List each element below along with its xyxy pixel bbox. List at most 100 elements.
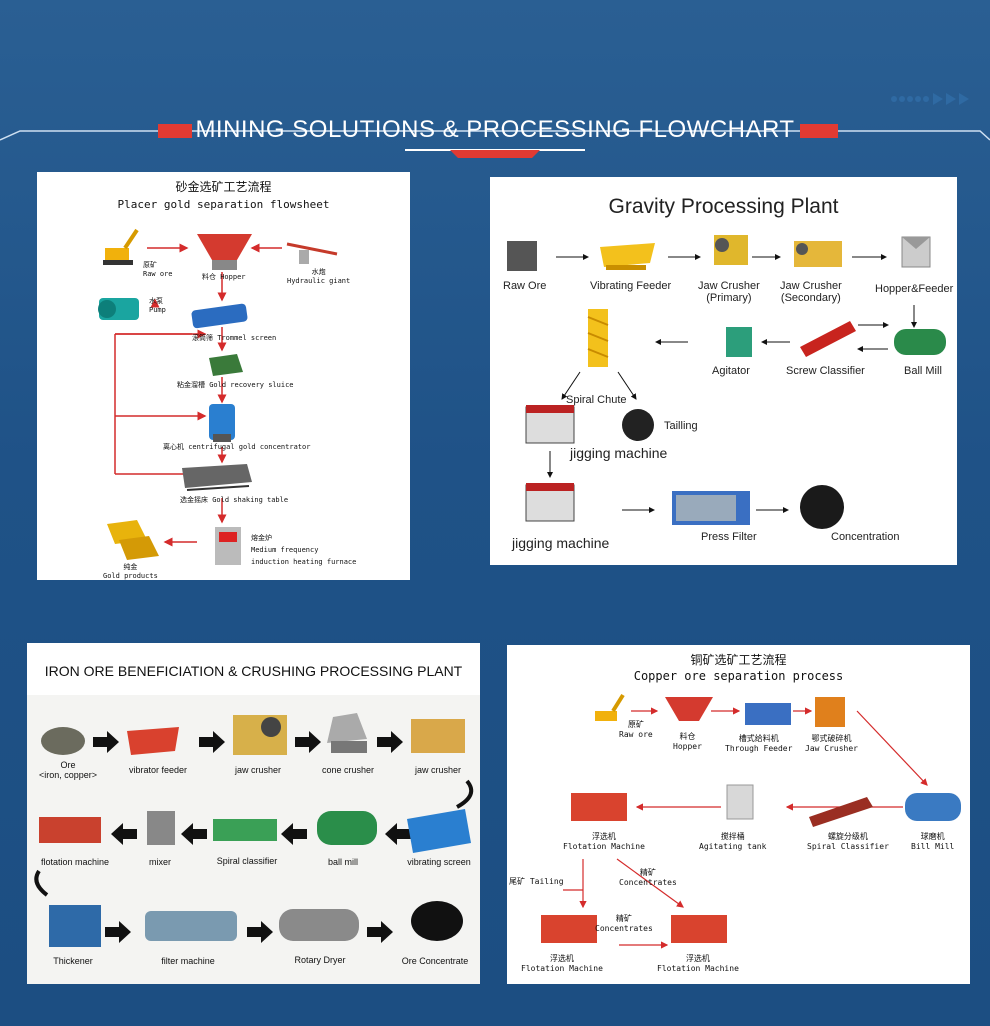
label-flotation-3: 浮选机 Flotation Machine xyxy=(657,954,739,973)
placer-flow-arrows xyxy=(98,228,338,565)
jaw-crusher-icon xyxy=(233,715,287,755)
label-flotation-machine: flotation machine xyxy=(40,857,110,867)
jigging-machine-1-icon xyxy=(525,405,575,444)
screw-classifier-icon xyxy=(800,321,856,357)
rotary-dryer-icon xyxy=(279,909,359,941)
gravity-title: Gravity Processing Plant xyxy=(608,195,839,218)
label-concentration: Concentration xyxy=(831,531,900,543)
placer-title-cn: 砂金选矿工艺流程 xyxy=(175,180,272,194)
label-ball-mill: Ball Mill xyxy=(904,365,942,377)
concentration-icon xyxy=(800,485,844,529)
label-shaking: 选金摇床 Gold shaking table xyxy=(180,496,289,504)
hydraulic-giant-icon xyxy=(286,242,338,264)
label-flotation-1: 浮选机 Flotation Machine xyxy=(563,832,645,851)
label-tailing: Tailling xyxy=(664,420,698,432)
label-jigging-2: jigging machine xyxy=(512,535,610,551)
label-trommel: 滚筒筛 Trommel screen xyxy=(192,334,277,342)
agitator-icon xyxy=(726,327,752,357)
label-hopper: 料仓 Hopper xyxy=(202,273,246,281)
hopper-feeder-icon xyxy=(901,236,931,268)
page-title: MINING SOLUTIONS & PROCESSING FLOWCHART xyxy=(195,116,795,143)
agitating-tank-icon xyxy=(726,784,754,820)
label-jaw-crusher-2: jaw crusher xyxy=(414,765,461,775)
copper-flow-arrows xyxy=(541,693,961,949)
label-spiral-classifier: Spiral classifier xyxy=(216,856,278,866)
thickener-icon xyxy=(49,905,101,947)
gravity-flow-arrows xyxy=(507,235,946,529)
label-rotary-dryer: Rotary Dryer xyxy=(294,955,346,965)
label-vibrator-feeder: vibrator feeder xyxy=(128,765,188,775)
title-bar-left xyxy=(158,124,192,138)
label-furnace: 熔金炉 Medium frequency induction heating f… xyxy=(251,534,357,566)
label-jaw-crusher: 鄂式破碎机 Jaw Crusher xyxy=(805,734,858,753)
label-jaw-secondary: Jaw Crusher (Secondary) xyxy=(780,280,842,304)
label-hopper-feeder: Hopper&Feeder xyxy=(875,283,954,295)
label-agitating-tank: 搅拌桶 Agitating tank xyxy=(699,832,767,851)
label-vibrating-feeder: Vibrating Feeder xyxy=(590,280,672,292)
label-agitator: Agitator xyxy=(712,365,750,377)
label-thickener: Thickener xyxy=(53,956,93,966)
cone-crusher-icon xyxy=(327,713,367,753)
placer-title-en: Placer gold separation flowsheet xyxy=(117,198,330,211)
copper-title-en: Copper ore separation process xyxy=(633,669,844,683)
press-filter-icon xyxy=(672,491,750,525)
gravity-plant-panel: Gravity Processing Plant Raw Ore Vibrati… xyxy=(490,177,957,565)
label-sluice: 粘金溜槽 Gold recovery sluice xyxy=(177,381,294,389)
placer-gold-panel: 砂金选矿工艺流程 Placer gold separation flowshee… xyxy=(37,172,410,580)
label-spiral-chute: Spiral Chute xyxy=(566,394,627,406)
shaking-table-icon xyxy=(182,464,252,491)
label-through-feeder: 槽式给料机 Through Feeder xyxy=(725,734,793,753)
label-ore-concentrate: Ore Concentrate xyxy=(401,956,469,966)
label-hopper: 料仓 Hopper xyxy=(673,732,702,751)
flotation-machine-1-icon xyxy=(571,793,627,821)
label-vibrating-screen: vibrating screen xyxy=(407,857,471,867)
label-concentrates-2: 精矿 Concentrates xyxy=(595,914,653,933)
label-raw-ore: 原矿 Raw ore xyxy=(143,261,173,278)
title-bar-right xyxy=(800,124,838,138)
label-screw-classifier: Screw Classifier xyxy=(786,365,865,377)
label-mixer: mixer xyxy=(149,857,171,867)
excavator-icon xyxy=(595,693,625,721)
trommel-icon xyxy=(191,303,248,329)
raw-ore-icon xyxy=(507,241,537,271)
label-raw-ore: Raw Ore xyxy=(503,280,547,292)
label-spiral-classifier: 螺旋分级机 Spiral Classifier xyxy=(807,832,889,851)
iron-title-bar xyxy=(27,643,480,695)
iron-title: IRON ORE BENEFICIATION & CRUSHING PROCES… xyxy=(44,663,463,679)
label-hydraulic: 水炮 Hydraulic giant xyxy=(287,268,351,285)
spiral-chute-icon xyxy=(587,309,609,367)
label-gold: 纯金 Gold products xyxy=(103,563,158,580)
flotation-machine-3-icon xyxy=(671,915,727,943)
ball-mill-icon xyxy=(894,329,946,355)
label-jaw-crusher: jaw crusher xyxy=(234,765,281,775)
mixer-icon xyxy=(147,811,175,845)
jaw-crusher-primary-icon xyxy=(714,235,748,265)
label-flotation-2: 浮选机 Flotation Machine xyxy=(521,954,603,973)
label-tailing: 尾矿 Tailing xyxy=(509,877,564,886)
label-concentrates-1: 精矿 Concentrates xyxy=(619,868,677,887)
vibrating-feeder-icon xyxy=(600,243,655,270)
copper-ore-panel: 铜矿选矿工艺流程 Copper ore separation process 原… xyxy=(507,645,970,984)
spiral-classifier-icon xyxy=(213,819,277,841)
iron-flow-arrows xyxy=(34,713,474,947)
centrifuge-icon xyxy=(209,404,235,442)
iron-ore-panel: IRON ORE BENEFICIATION & CRUSHING PROCES… xyxy=(27,643,480,984)
excavator-icon xyxy=(103,228,139,265)
sluice-icon xyxy=(209,354,243,376)
flotation-machine-icon xyxy=(39,817,101,843)
tailing-icon xyxy=(622,409,654,441)
ore-concentrate-icon xyxy=(411,901,463,941)
vibrating-screen-icon xyxy=(407,809,471,853)
through-feeder-icon xyxy=(745,703,791,725)
label-filter-machine: filter machine xyxy=(161,956,215,966)
label-press-filter: Press Filter xyxy=(701,531,757,543)
furnace-icon xyxy=(215,527,241,565)
hopper-icon xyxy=(665,697,713,721)
gold-bars-icon xyxy=(107,520,159,560)
label-pump: 水泵 Pump xyxy=(149,297,166,314)
filter-machine-icon xyxy=(145,911,237,941)
label-jigging-1: jigging machine xyxy=(570,445,668,461)
jaw-crusher-secondary-icon xyxy=(794,241,842,267)
label-cone-crusher: cone crusher xyxy=(321,765,375,775)
header-decoration xyxy=(0,93,990,158)
